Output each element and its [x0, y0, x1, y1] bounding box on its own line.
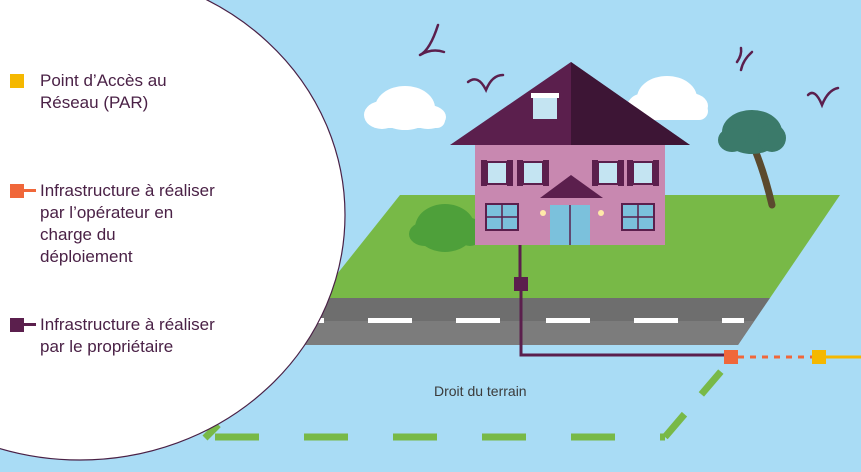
operator-infrastructure-line	[724, 350, 812, 364]
cloud-right	[627, 76, 708, 121]
legend-label-owner-infrastructure: Infrastructure à réaliser par le proprié…	[40, 315, 215, 356]
legend-label-operator-infrastructure: Infrastructure à réaliser par l’opérateu…	[40, 181, 215, 266]
par-access-point	[812, 350, 861, 364]
square-marker-icon	[2, 70, 40, 90]
birds	[418, 23, 840, 109]
tree	[718, 110, 786, 209]
legend-item-operator-infrastructure: Infrastructure à réaliser par l’opérateu…	[2, 180, 260, 268]
owner-infrastructure-line	[514, 245, 725, 357]
property-right-label: Droit du terrain	[434, 383, 527, 399]
square-line-marker-icon	[2, 180, 40, 200]
legend-item-owner-infrastructure: Infrastructure à réaliser par le proprié…	[2, 314, 260, 358]
house	[450, 62, 690, 245]
cloud-left	[364, 86, 446, 130]
square-line-marker-icon	[2, 314, 40, 334]
legend-background	[0, 0, 346, 461]
legend-label-par: Point d’Accès au Réseau (PAR)	[40, 71, 167, 112]
legend-item-par: Point d’Accès au Réseau (PAR)	[2, 70, 260, 114]
